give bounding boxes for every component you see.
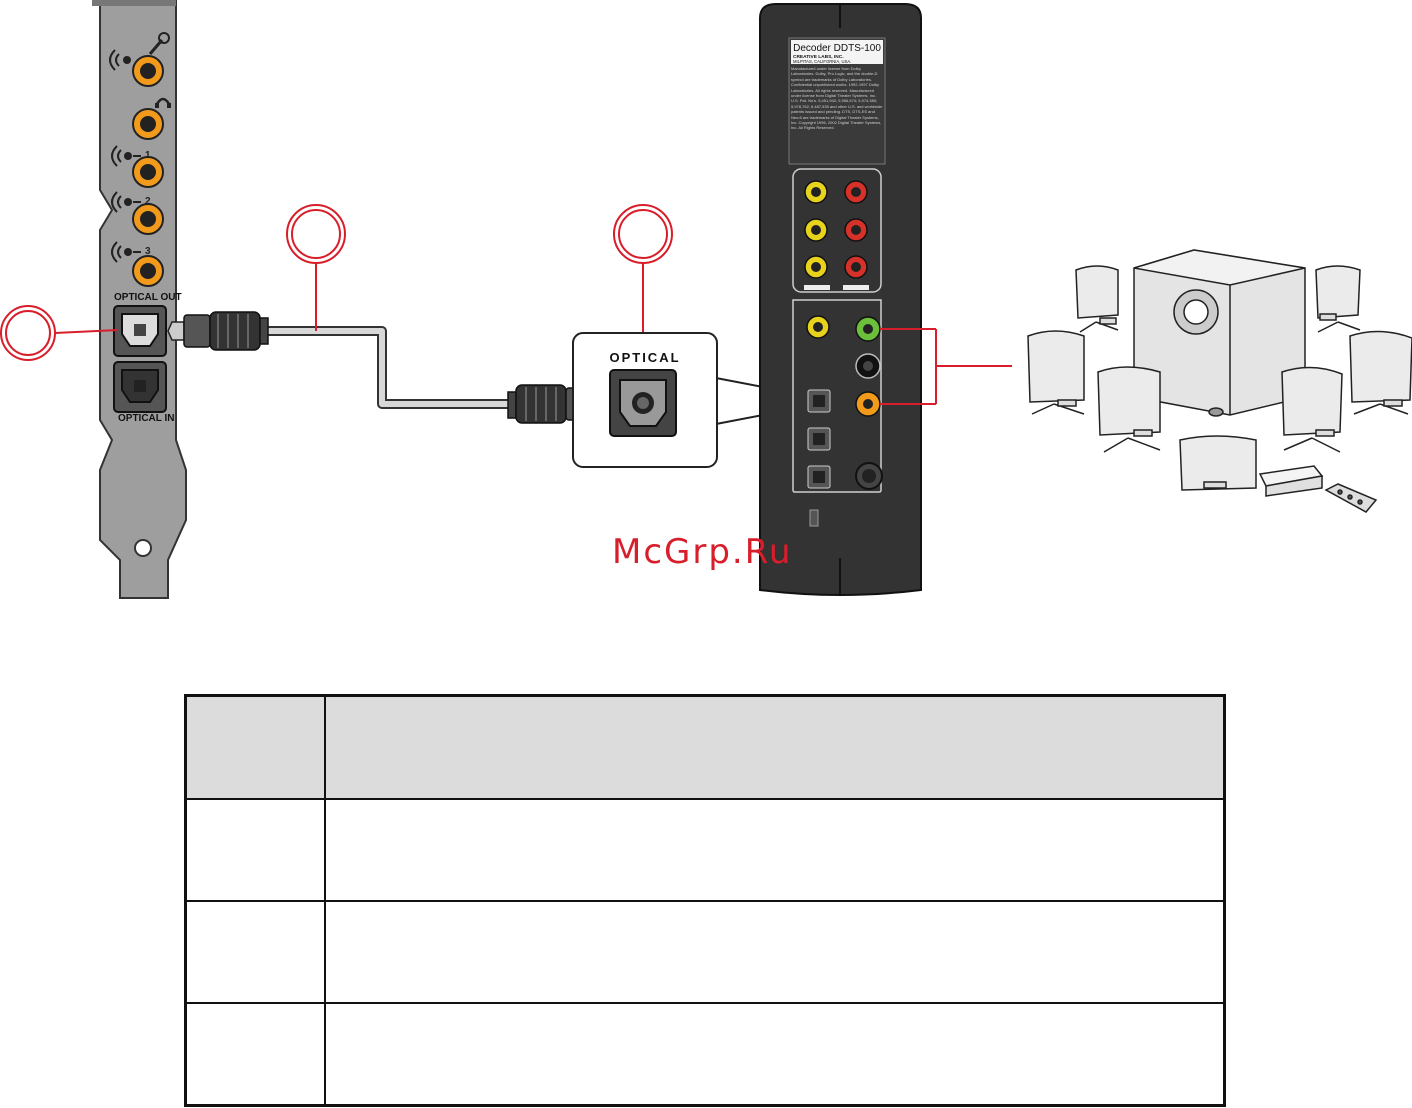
- subwoofer: [1133, 249, 1306, 417]
- toslink-plug-left: [167, 311, 269, 351]
- speaker-out-3-icon: 3: [111, 241, 151, 263]
- table-row: [184, 798, 1226, 902]
- speaker-output-bracket: [880, 328, 1012, 405]
- optical-in-label: OPTICAL IN: [118, 413, 174, 424]
- optical-cable: [262, 326, 514, 409]
- satellite-speaker-side-right: [1349, 330, 1412, 415]
- connection-diagram: 1 2 3 OPTICAL OUT OPTICAL IN: [0, 0, 1412, 599]
- table-cell: [184, 900, 326, 1004]
- decoder-optical-in-1: [807, 389, 831, 413]
- satellite-speaker-front-left: [1075, 265, 1119, 333]
- decoder-ddts-100: Decoder DDTS-100 CREATIVE LABS, INC. MIL…: [759, 3, 922, 596]
- jack-label-3: 3: [145, 246, 151, 257]
- callout-optical-label: OPTICAL: [609, 350, 680, 365]
- satellite-speaker-side-left: [1027, 330, 1085, 415]
- optical-callout: OPTICAL: [572, 332, 811, 468]
- table-cell: [184, 1002, 326, 1107]
- optical-in-port: [113, 361, 167, 413]
- marker-optical-out: [0, 305, 119, 361]
- rca-jacks-right: [844, 180, 868, 279]
- optical-out-label: OPTICAL OUT: [114, 292, 182, 303]
- optical-out-port: [113, 305, 167, 357]
- table-row: [184, 1002, 1226, 1107]
- decoder-model-label: Decoder DDTS-100: [793, 43, 881, 54]
- table-header-row: [184, 694, 1226, 800]
- remote-control: [1324, 483, 1378, 513]
- sound-card-bracket: [92, 0, 187, 599]
- decoder-unit-small: [1258, 465, 1324, 497]
- headphone-icon: [155, 97, 171, 108]
- table-header-cell: [184, 694, 326, 800]
- rca-jacks-left: [804, 180, 828, 279]
- table-row: [184, 900, 1226, 1004]
- decoder-license-box: Manufactured under license from Dolby La…: [791, 66, 883, 131]
- satellite-speaker-rear-right: [1281, 366, 1343, 453]
- legend-table: [184, 694, 1226, 1107]
- marker-cable: [286, 204, 346, 331]
- speaker-out-2-icon: 2: [111, 191, 151, 213]
- decoder-switch: [809, 509, 819, 527]
- center-speaker: [1179, 435, 1257, 491]
- jack-label-1: 1: [145, 150, 151, 161]
- decoder-maker-line2: MILPITAS, CALIFORNIA, USA.: [793, 59, 851, 64]
- jack-label-2: 2: [145, 196, 151, 207]
- speaker-out-1-icon: 1: [111, 145, 151, 167]
- table-header-cell: [323, 694, 1226, 800]
- decoder-maker-line1: CREATIVE LABS, INC.: [793, 54, 844, 60]
- table-cell: [323, 900, 1226, 1004]
- table-cell: [184, 798, 326, 902]
- watermark: McGrp.Ru: [612, 532, 793, 572]
- speaker-system: [1027, 249, 1412, 513]
- satellite-speaker-front-right: [1315, 265, 1361, 333]
- satellite-speaker-rear-left: [1097, 366, 1161, 453]
- mic-icon: [109, 32, 170, 71]
- decoder-license-text: Manufactured under license from Dolby La…: [791, 66, 883, 131]
- table-cell: [323, 1002, 1226, 1107]
- table-cell: [323, 798, 1226, 902]
- card-audio-jacks: 1 2 3: [109, 32, 171, 287]
- decoder-optical-in-3: [807, 465, 831, 489]
- marker-optical-in: [613, 204, 673, 334]
- decoder-optical-in-2: [807, 427, 831, 451]
